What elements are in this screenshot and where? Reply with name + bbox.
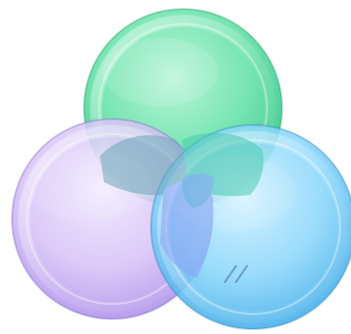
overlapping-discs-illustration: //	[0, 0, 351, 334]
venn-discs-svg: //	[0, 0, 351, 334]
